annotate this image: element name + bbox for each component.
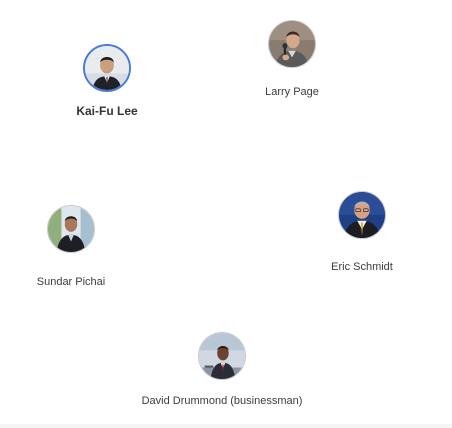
node-label: Kai-Fu Lee [76,104,138,118]
bottom-divider [0,424,452,428]
avatar-kai-fu-lee-photo[interactable] [83,44,131,92]
avatar-larry-page-photo[interactable] [268,20,316,68]
person-photo-icon [269,21,315,67]
node-label: Eric Schmidt [331,261,393,273]
node-label: Sundar Pichai [36,276,106,288]
person-photo-icon [339,192,385,238]
node-label: Larry Page [265,86,319,98]
avatar-eric-schmidt-photo[interactable] [338,191,386,239]
person-photo-icon [48,206,94,252]
avatar-david-drummond-photo[interactable] [198,332,246,380]
avatar-sundar-pichai-photo[interactable] [47,205,95,253]
node-label: David Drummond (businessman) [141,395,303,407]
person-photo-icon [199,333,245,379]
person-photo-icon [85,46,129,90]
